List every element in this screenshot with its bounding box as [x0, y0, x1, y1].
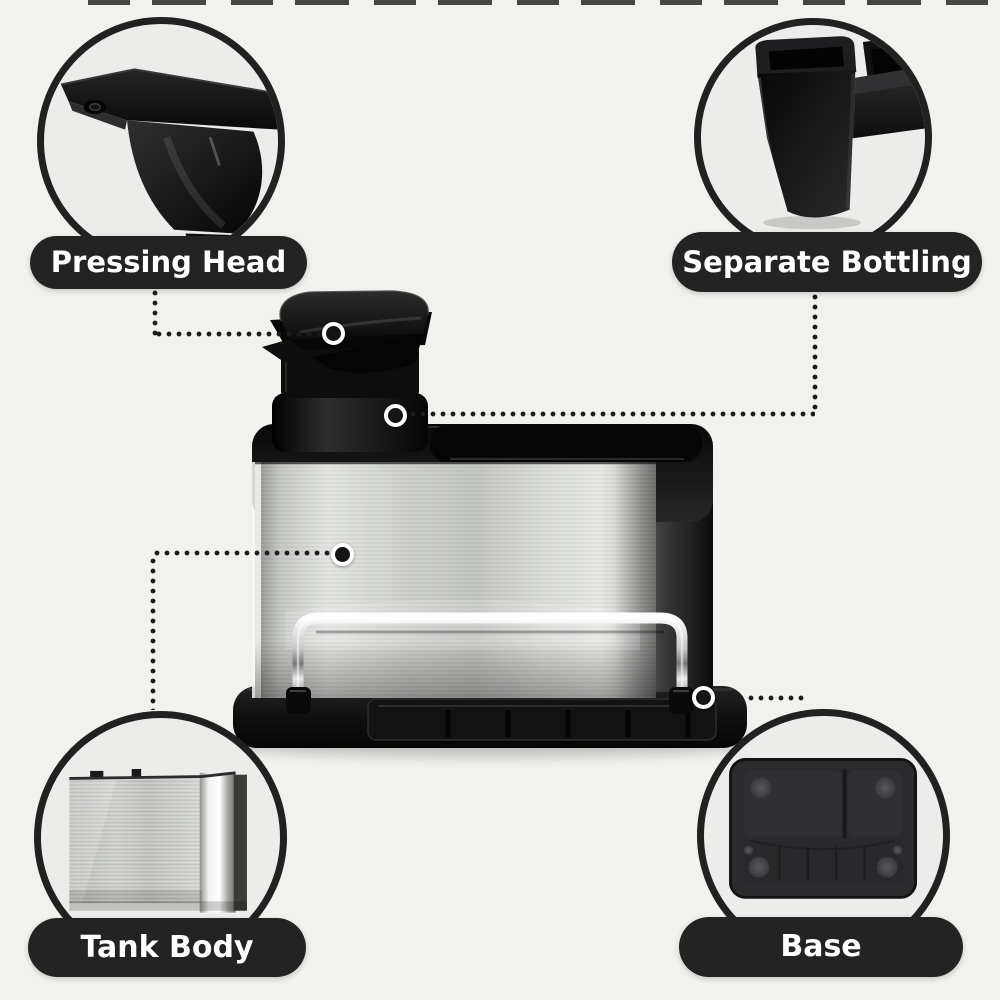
connector-tank-body-vertical: [150, 556, 156, 710]
marker-base-point: [692, 686, 715, 709]
bottle-compartment-opening: [430, 425, 702, 462]
callout-text: Pressing Head: [50, 245, 287, 279]
marker-tank-body-point: [331, 543, 354, 566]
pump-spout: [262, 339, 312, 362]
pressing-head-closeup: [60, 68, 278, 258]
callout-label-separate-bottling: Separate Bottling: [672, 232, 982, 292]
pump-dispenser: [262, 290, 432, 452]
cropped-text-artifact: [88, 0, 998, 5]
connector-pressing-head-horizontal: [154, 331, 322, 337]
chrome-rail: [286, 612, 694, 714]
base-slats: [778, 846, 866, 881]
callout-text: Separate Bottling: [682, 244, 972, 279]
base-closeup: [729, 758, 918, 899]
callout-text: Base: [780, 929, 862, 964]
separate-bottling-closeup: [755, 34, 925, 230]
drain-slots: [445, 710, 691, 737]
connector-pressing-head-vertical: [152, 288, 158, 336]
inset-separate-bottling: [694, 18, 932, 256]
marker-pressing-head-point: [322, 322, 345, 345]
callout-label-pressing-head: Pressing Head: [30, 236, 307, 289]
connector-base-horizontal: [716, 695, 808, 701]
callout-text: Tank Body: [80, 929, 254, 965]
marker-separate-bottling-point: [384, 404, 407, 427]
callout-label-base: Base: [679, 917, 963, 977]
connector-separate-bottling-vertical: [812, 292, 818, 414]
tank-body-part: [252, 461, 656, 698]
connector-separate-bottling-horizontal: [408, 411, 815, 417]
connector-tank-body-horizontal: [152, 550, 332, 556]
tank-body-closeup: [69, 769, 247, 913]
callout-label-tank-body: Tank Body: [28, 918, 306, 977]
rubber-feet: [743, 777, 903, 878]
inset-pressing-head: [37, 17, 285, 265]
